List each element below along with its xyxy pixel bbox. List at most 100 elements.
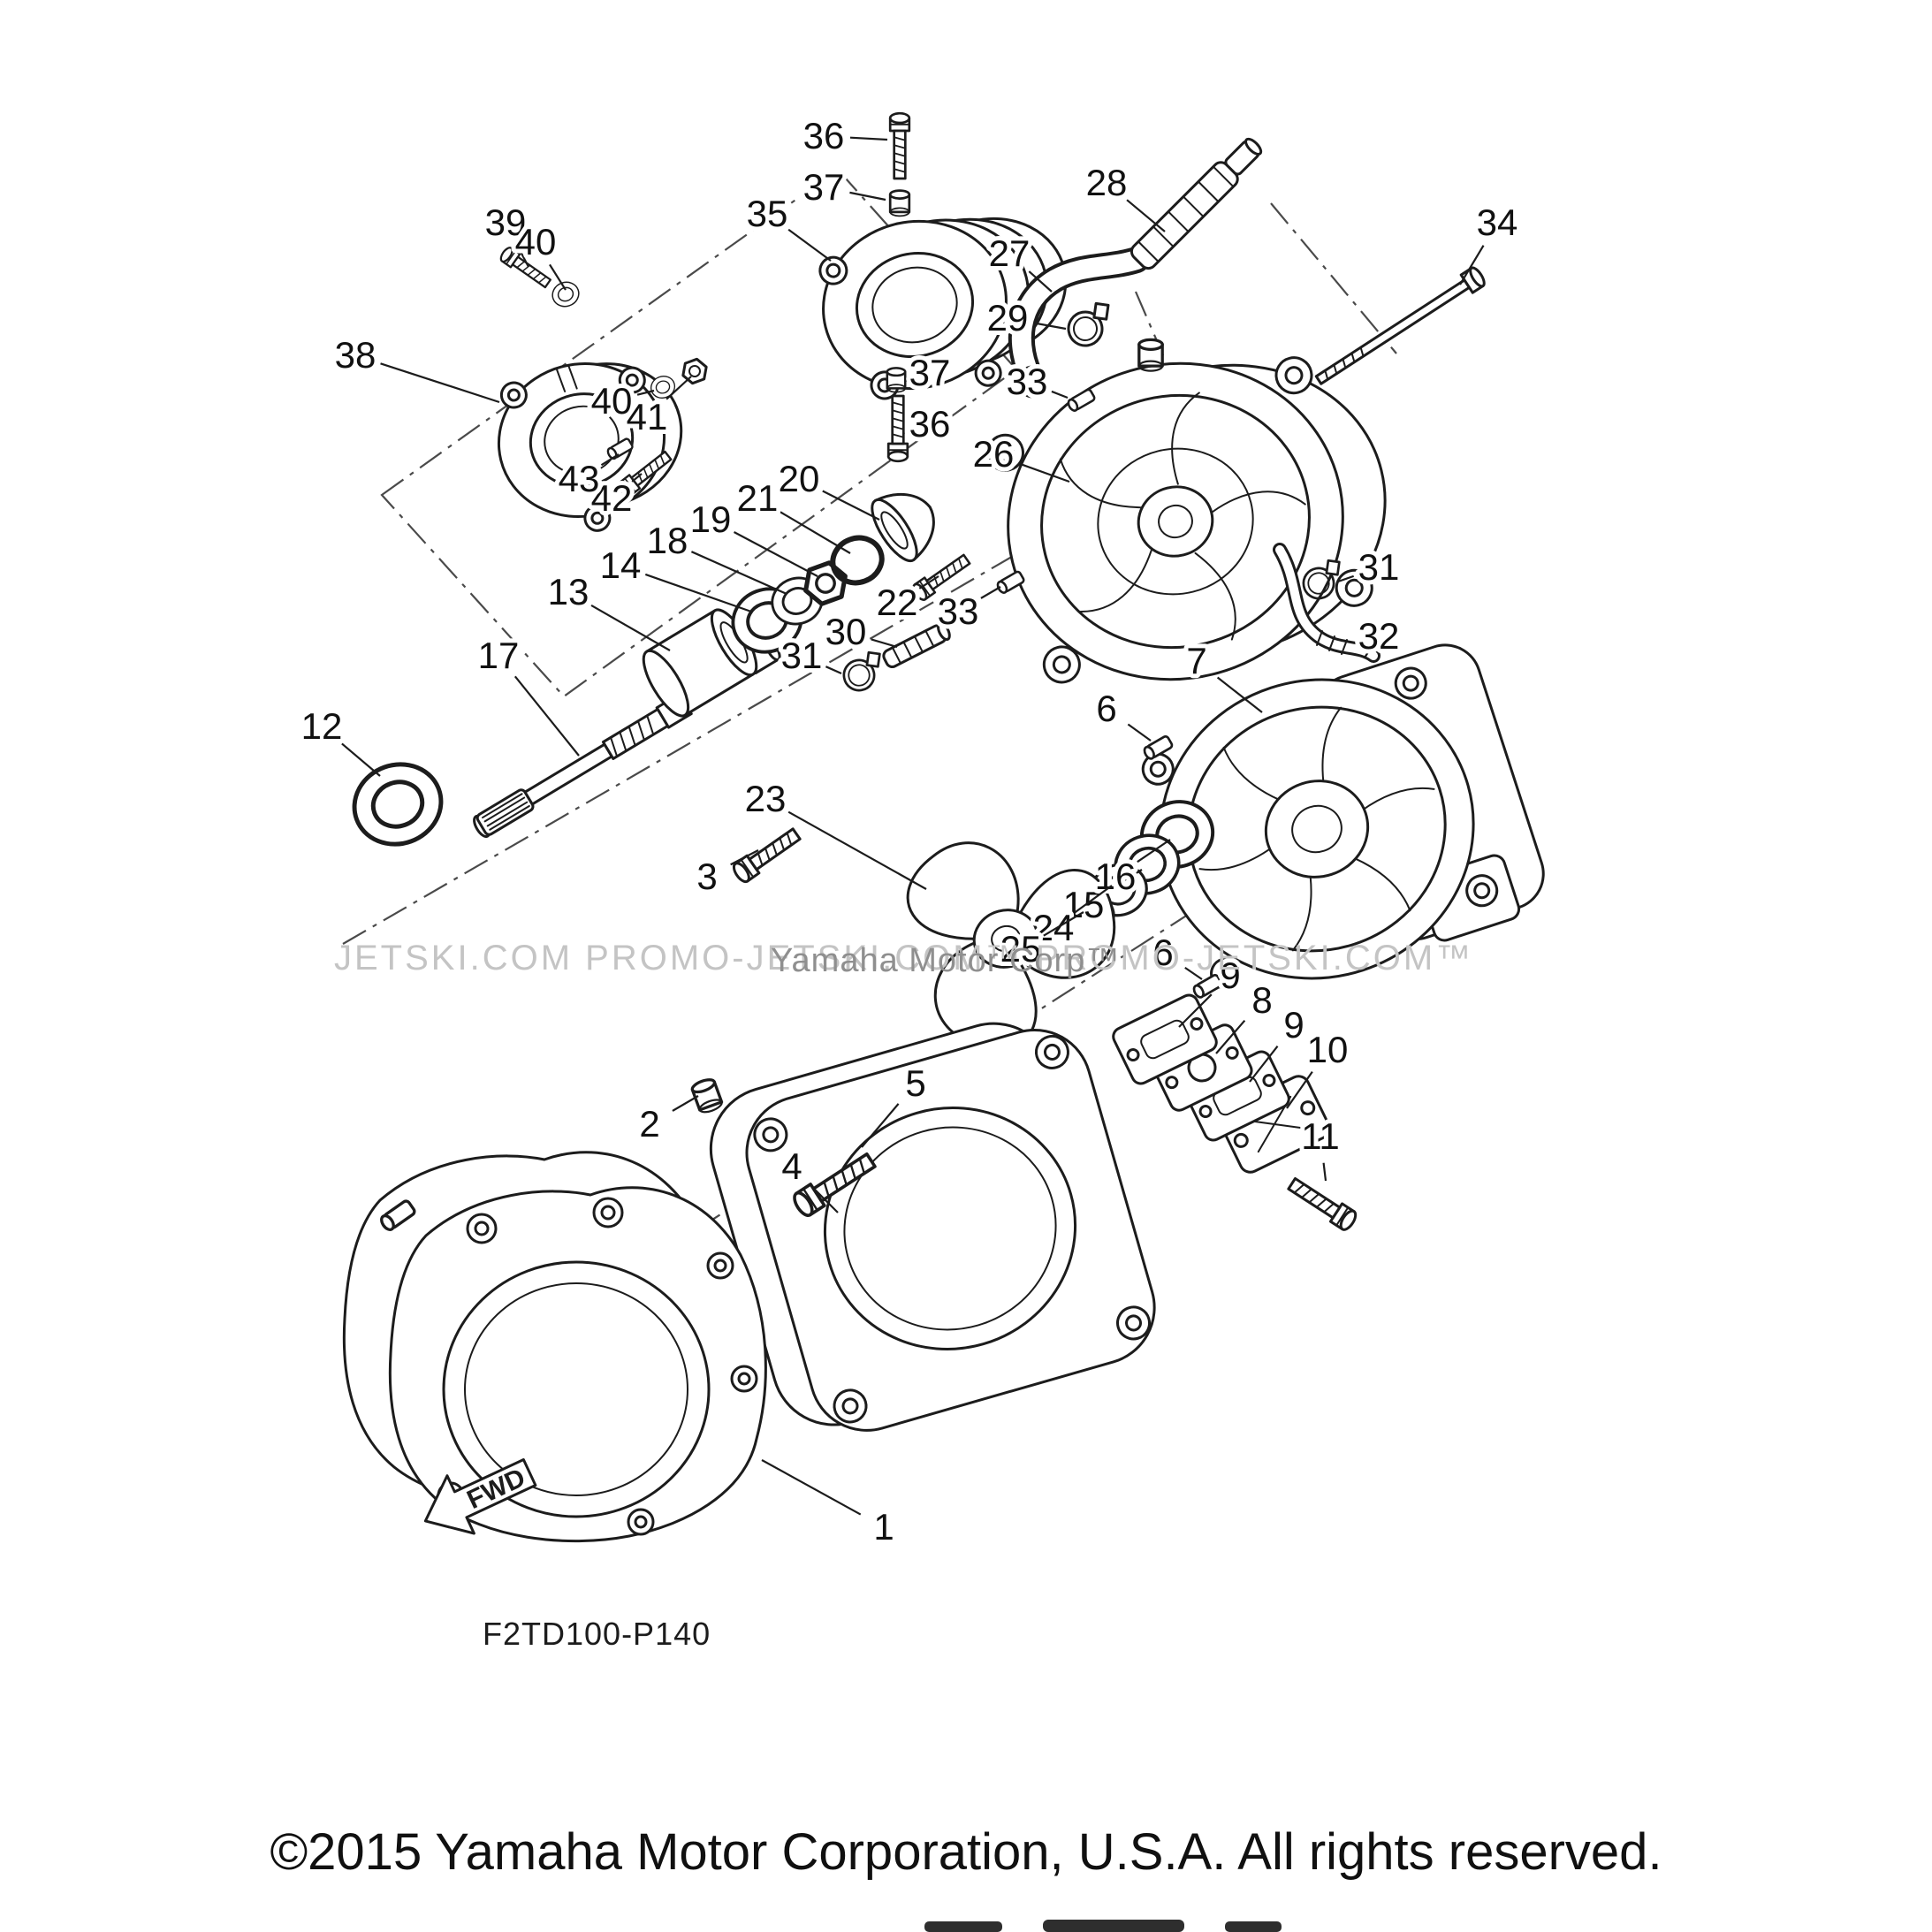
- callout-17: 17: [478, 635, 520, 676]
- leader-line-19: [734, 531, 818, 577]
- callout-4: 4: [781, 1145, 802, 1187]
- callout-29: 29: [987, 297, 1029, 338]
- callout-11: 11: [1301, 1115, 1340, 1157]
- part-29-clamp: [1063, 300, 1116, 350]
- leader-line-33: [980, 586, 1001, 599]
- callout-42: 42: [591, 477, 633, 519]
- leader-line-18: [690, 551, 787, 596]
- callout-30: 30: [825, 611, 867, 652]
- leader-line-9: [1249, 1045, 1279, 1083]
- part-35-bearing-housing: [818, 217, 1068, 400]
- callout-12: 12: [301, 705, 343, 747]
- leader-line-17: [513, 675, 580, 757]
- part-11-bolt: [1284, 1173, 1360, 1234]
- callout-2: 2: [639, 1103, 659, 1145]
- callout-26: 26: [973, 433, 1015, 475]
- callout-8: 8: [1251, 979, 1272, 1021]
- callout-24: 24: [1033, 907, 1075, 948]
- callout-18: 18: [647, 520, 688, 561]
- watermark-jetski: JETSKI.COM PROMO-JETSKI.COM™ PROMO-JETSK…: [334, 939, 1474, 977]
- leader-line-12: [341, 742, 381, 777]
- leader-line-23: [787, 810, 927, 890]
- part-34-bolt: [1314, 266, 1486, 385]
- part-20-cap: [871, 492, 935, 563]
- leader-line-40: [636, 389, 655, 396]
- callout-14: 14: [600, 544, 642, 586]
- leader-line-7: [1216, 676, 1263, 713]
- leader-line-27: [1028, 270, 1053, 293]
- callout-37: 37: [803, 166, 845, 208]
- part-3-bolt: [729, 824, 804, 886]
- leader-line-29: [1033, 322, 1067, 331]
- callout-34: 34: [1477, 202, 1518, 243]
- part-37-spacer-top: [888, 189, 911, 217]
- callout-38: 38: [335, 334, 377, 376]
- callout-16: 16: [1095, 856, 1137, 897]
- leader-line-4: [810, 1184, 839, 1213]
- callout-5: 5: [905, 1062, 925, 1104]
- leader-line-32: [1363, 651, 1369, 659]
- part-36-bolt-lower: [886, 394, 909, 463]
- part-32-bilge-hose: [1273, 543, 1381, 663]
- part-4-duct: [709, 1022, 1156, 1432]
- callout-22: 22: [877, 582, 918, 623]
- callout-36: 36: [909, 403, 951, 445]
- leader-line-1: [761, 1459, 862, 1516]
- cropped-bottom-text: [924, 1920, 1282, 1932]
- drawing-code: F2TD100-P140: [483, 1616, 711, 1652]
- callout-40: 40: [591, 380, 633, 422]
- callout-9: 9: [1220, 955, 1240, 996]
- part-37-spacer-lower: [886, 367, 907, 393]
- part-40-washer-top: [548, 278, 583, 311]
- callout-21: 21: [737, 477, 779, 519]
- leader-line-11: [1322, 1162, 1327, 1182]
- part-2-bushing: [688, 1076, 726, 1116]
- part-36-bolt-top: [888, 111, 911, 180]
- leader-line-3: [730, 849, 759, 866]
- copyright-line: ©2015 Yamaha Motor Corporation, U.S.A. A…: [270, 1823, 1662, 1881]
- callout-1: 1: [873, 1506, 894, 1548]
- callout-7: 7: [1186, 640, 1206, 681]
- leader-line-43: [600, 453, 620, 467]
- leader-line-39: [516, 246, 529, 268]
- leader-line-28: [1126, 199, 1166, 232]
- callout-23: 23: [745, 778, 787, 819]
- leader-line-6: [1127, 723, 1152, 742]
- callout-13: 13: [548, 571, 589, 612]
- callout-35: 35: [747, 193, 788, 234]
- part-9-gasket-upper: [1112, 993, 1218, 1085]
- leader-line-40: [549, 263, 567, 291]
- leader-line-5: [861, 1103, 900, 1148]
- part-7-impeller-housing: [1141, 643, 1545, 991]
- callout-36: 36: [803, 115, 845, 156]
- part-8-plate: [1151, 1023, 1253, 1112]
- callout-20: 20: [779, 458, 820, 499]
- part-1-transom-plate: [342, 1151, 767, 1543]
- leader-line-31: [825, 666, 842, 675]
- callout-6: 6: [1096, 688, 1116, 729]
- callout-31: 31: [781, 635, 823, 676]
- callout-10: 10: [1307, 1029, 1349, 1070]
- callout-27: 27: [989, 232, 1031, 274]
- callout-layer: 1234566789910111213141516171819202122232…: [297, 110, 1523, 1552]
- callout-43: 43: [559, 458, 600, 499]
- leader-line-20: [822, 490, 880, 521]
- part-33-pin-lower: [994, 569, 1026, 596]
- leader-line-38: [380, 362, 500, 404]
- leader-line-36: [902, 431, 905, 435]
- callout-28: 28: [1086, 162, 1128, 203]
- callout-41: 41: [627, 396, 668, 437]
- callout-39: 39: [485, 202, 527, 243]
- callout-25: 25: [1000, 928, 1042, 970]
- part-23-impeller: [906, 841, 1116, 1051]
- callout-9: 9: [1283, 1004, 1304, 1046]
- leader-line-10: [1286, 1070, 1313, 1109]
- leader-line-42: [631, 473, 643, 483]
- leader-line-37: [849, 191, 886, 202]
- part-13-spacer-sleeve: [642, 608, 758, 718]
- callout-32: 32: [1358, 615, 1400, 657]
- part-27-hose-elbow: [1008, 247, 1150, 399]
- watermark-yamaha: Yamaha Motor Corp™: [771, 942, 1121, 979]
- leader-line-16: [1137, 839, 1171, 863]
